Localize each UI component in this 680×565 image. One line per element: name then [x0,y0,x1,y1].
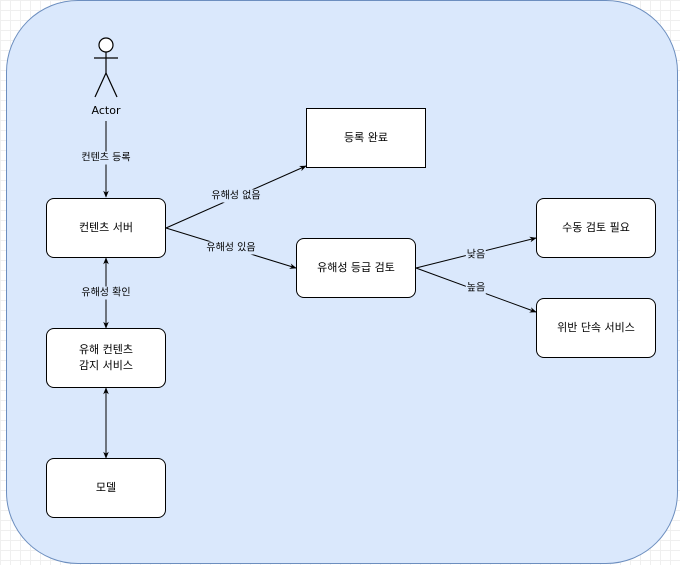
edge-label-harm-check: 유해성 확인 [80,286,132,300]
model-node: 모델 [46,458,166,518]
actor-label: Actor [91,104,121,117]
edge-label-has-harm: 유해성 있음 [205,241,257,255]
actor-icon [94,37,118,98]
edge-label-low: 낮음 [465,248,487,262]
edge-label-content-registration: 컨텐츠 등록 [80,151,132,165]
edge-label-high: 높음 [465,281,487,295]
content-server-node: 컨텐츠 서버 [46,198,166,258]
manual-review-needed-node: 수동 검토 필요 [536,198,656,258]
violation-enforcement-service-node: 위반 단속 서비스 [536,298,656,358]
edge-label-no-harm: 유해성 없음 [210,189,262,203]
harmful-content-detection-service-node: 유해 컨텐츠 감지 서비스 [46,328,166,388]
harmfulness-grade-review-node: 유해성 등급 검토 [296,238,416,298]
registration-complete-node: 등록 완료 [306,108,426,168]
